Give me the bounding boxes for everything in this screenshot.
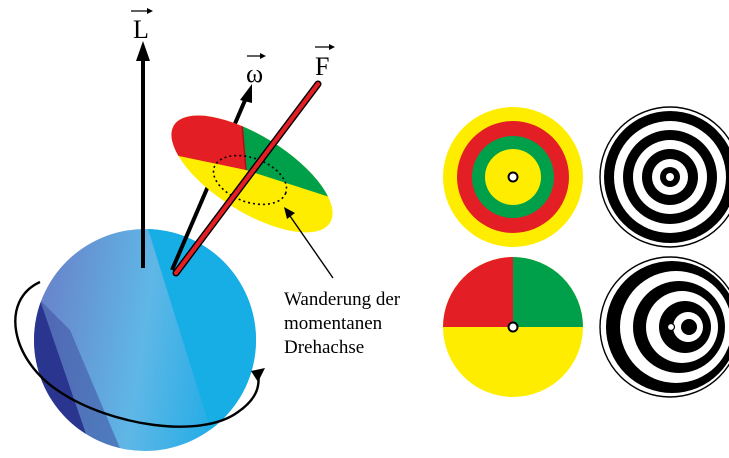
top-view-colored-rings <box>443 107 583 247</box>
eccentric-striped-rings <box>599 256 729 398</box>
sector-disk <box>443 257 583 397</box>
omega-vector-bar-tip <box>260 53 266 59</box>
caption-leader-line <box>289 215 334 279</box>
caption-line-1: Wanderung der <box>284 289 401 310</box>
angular-momentum-arrow-head <box>136 41 150 61</box>
caption-leader-arrow-head <box>284 207 295 219</box>
sphere <box>34 229 256 451</box>
F-label: F <box>315 52 329 81</box>
caption-line-3: Drehachse <box>284 337 364 358</box>
precession-orbit <box>14 280 260 428</box>
top-view-striped-rings <box>599 106 729 248</box>
angular-velocity-arrow-head <box>240 84 252 103</box>
omega-label: ω <box>246 59 263 88</box>
L-label: L <box>133 15 149 44</box>
caption-line-2: momentanen <box>284 313 383 334</box>
force-rod <box>173 81 321 276</box>
orbit-arrow-head <box>251 368 265 382</box>
F-vector-bar-tip <box>329 44 335 50</box>
L-vector-bar-tip <box>147 8 153 14</box>
